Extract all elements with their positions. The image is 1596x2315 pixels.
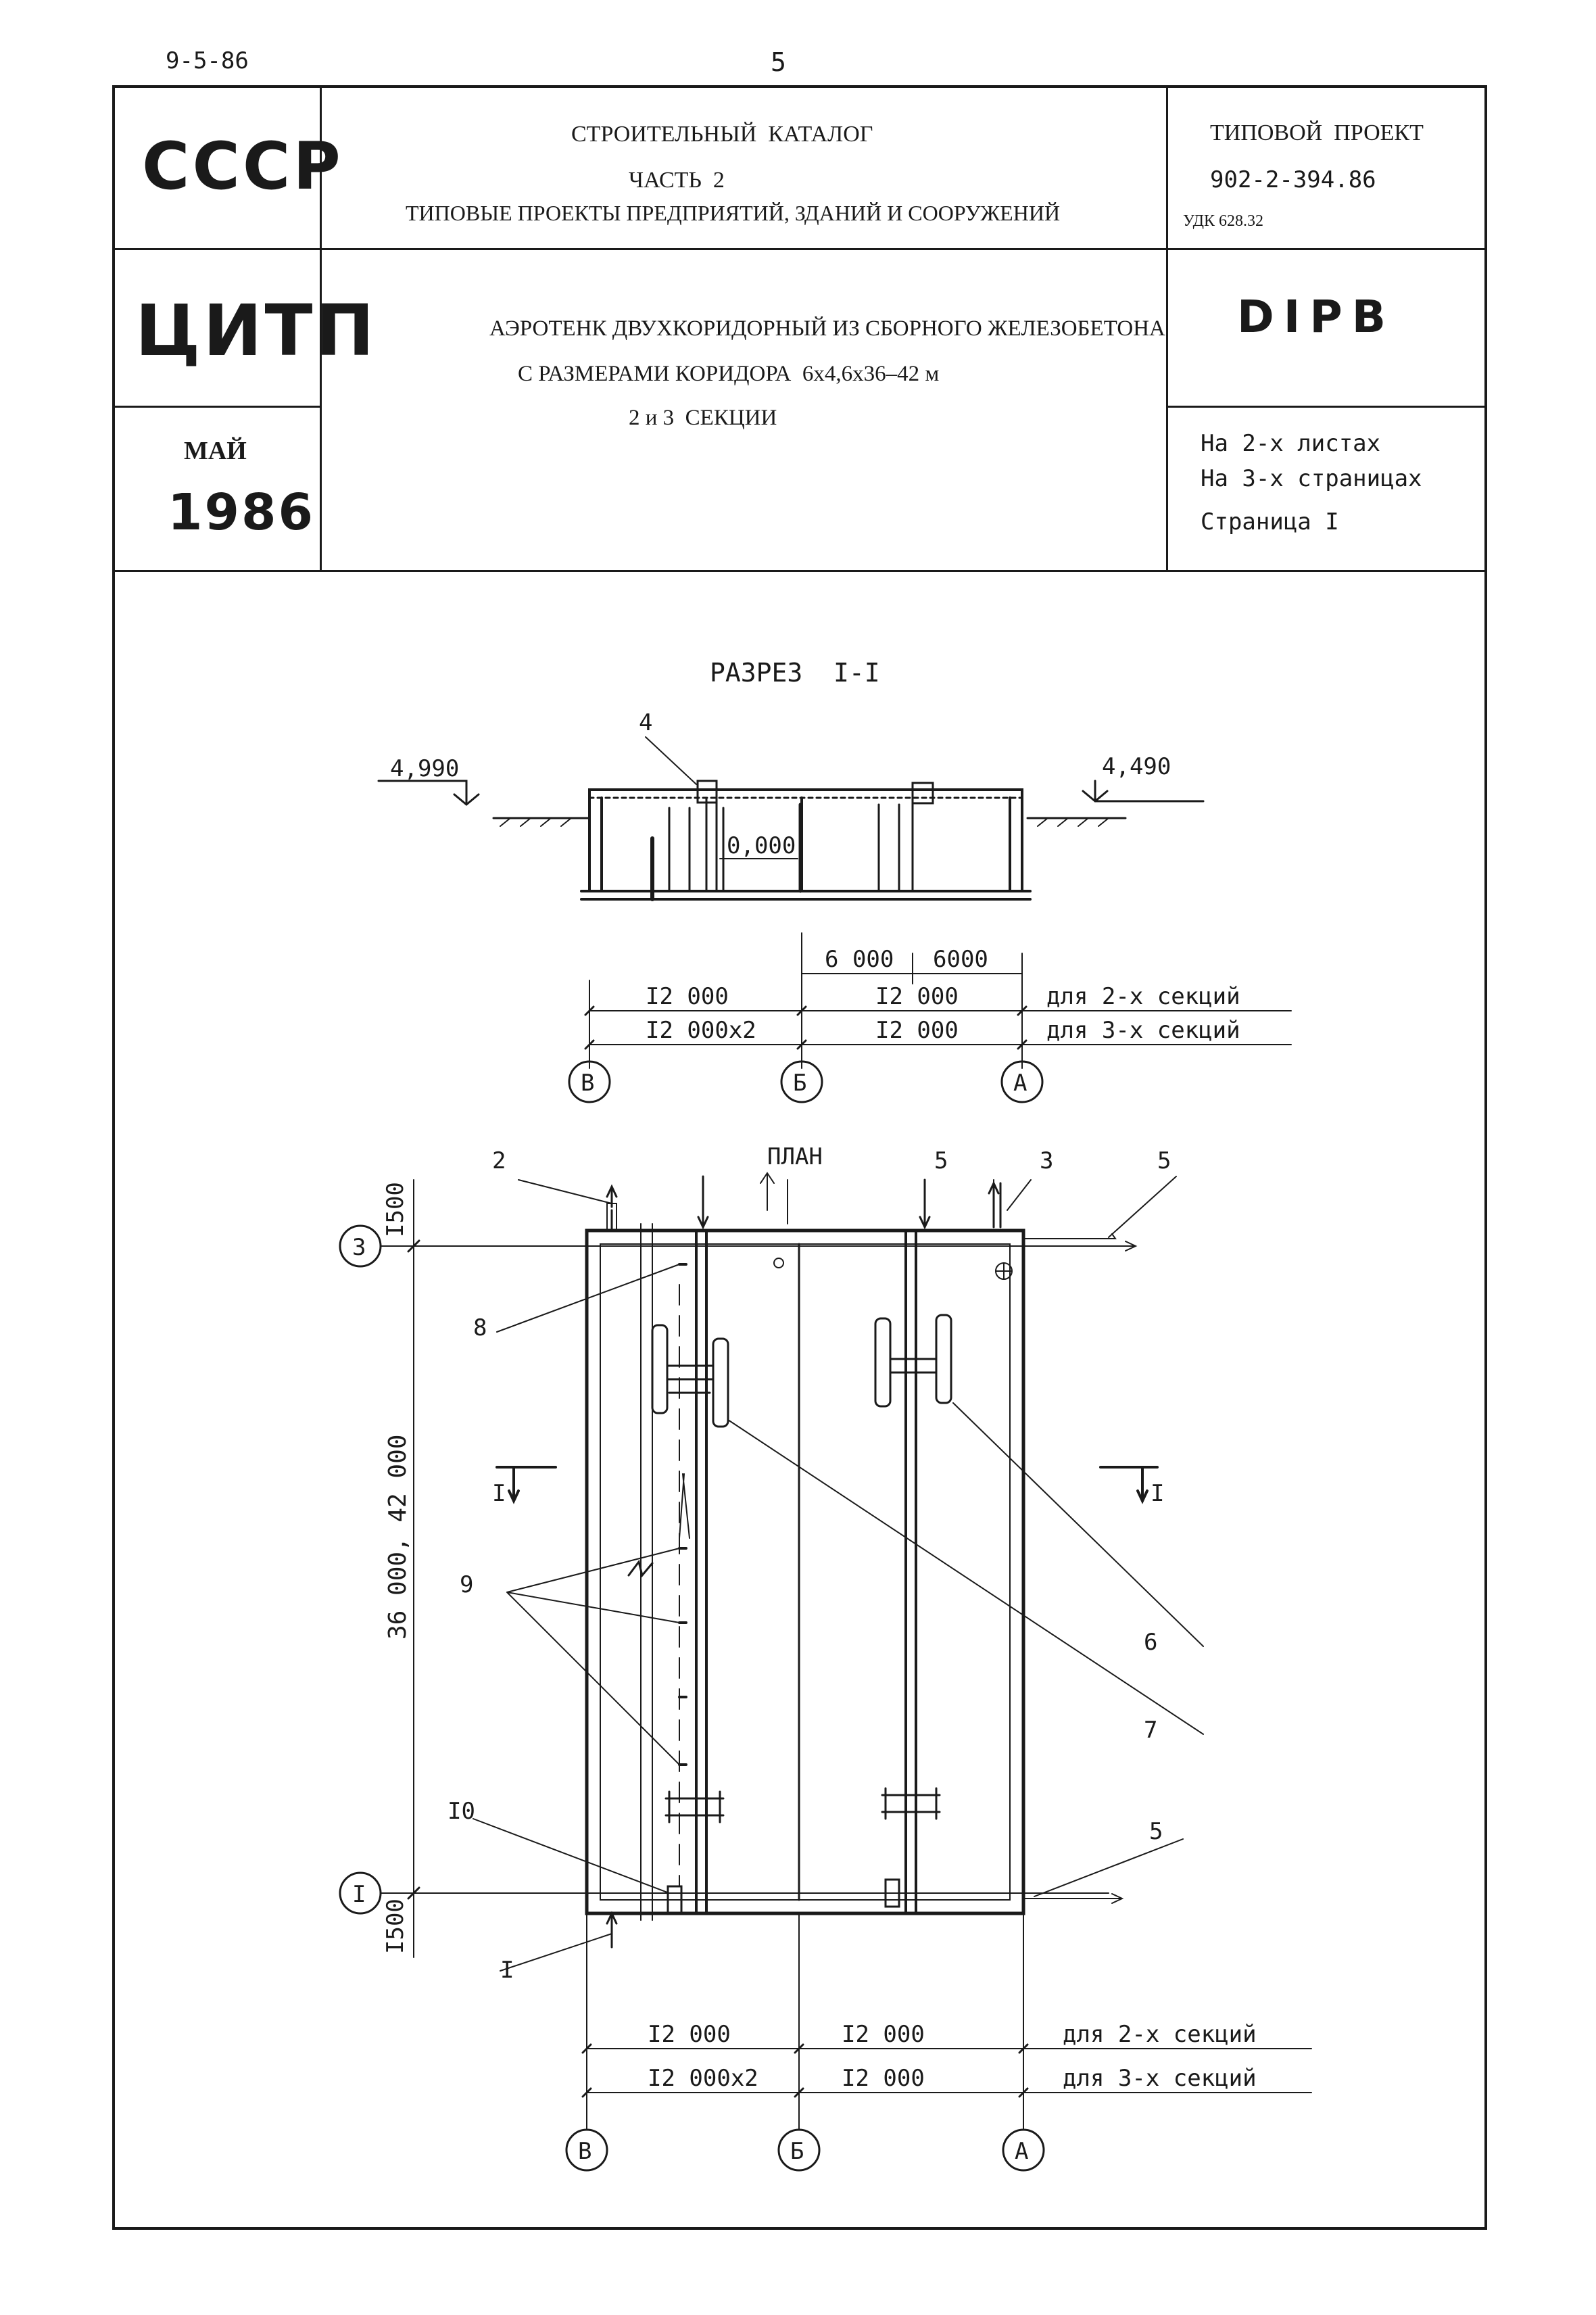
project-code: DIPB	[1237, 291, 1396, 343]
title-block-bottom	[112, 570, 1487, 572]
plan-axis-a: А	[1015, 2138, 1028, 2165]
object-line-1: АЭРОТЕНК ДВУХКОРИДОРНЫЙ ИЗ СБОРНОГО ЖЕЛЕ…	[489, 316, 1165, 341]
callout-6: 6	[1144, 1629, 1157, 1656]
callout-5-bottom: 5	[1149, 1818, 1163, 1845]
year-label: 1986	[168, 483, 315, 542]
dim-right-2-sections: I2 000	[875, 983, 959, 1010]
note-3-sections: для 3-х секций	[1046, 1017, 1240, 1044]
object-line-2: С РАЗМЕРАМИ КОРИДОРА 6х4,6х36–42 м	[518, 362, 940, 386]
title-row-divider-2a	[112, 406, 320, 408]
page-ref: Страница I	[1201, 508, 1339, 535]
callout-10: I0	[448, 1798, 475, 1825]
axis-3: 3	[352, 1234, 366, 1261]
callout-7: 7	[1144, 1717, 1157, 1744]
plan-title: ПЛАН	[767, 1143, 823, 1170]
section-title: РАЗРЕЗ I-I	[710, 658, 880, 688]
title-row-divider-2b	[1166, 406, 1487, 408]
catalog-title: СТРОИТЕЛЬНЫЙ КАТАЛОГ	[571, 122, 873, 147]
callout-5-top-a: 5	[934, 1147, 948, 1174]
section-axis-b: Б	[793, 1070, 806, 1097]
dim-left-2-sections: I2 000	[646, 983, 729, 1010]
plan-note-3: для 3-х секций	[1063, 2065, 1257, 2092]
plan-dim-left-3: I2 000х2	[648, 2065, 758, 2092]
title-divider-left	[320, 85, 322, 572]
sheet-frame	[112, 85, 1487, 2230]
section-view: РАЗРЕЗ I-I 4,990 4,490 0,	[377, 658, 1292, 1103]
callout-3: 3	[1040, 1147, 1053, 1174]
month-label: МАЙ	[184, 437, 247, 465]
dim-6000-b: 6000	[933, 946, 988, 973]
dim-length: 36 000, 42 000	[384, 1435, 412, 1640]
page-date: 9-5-86	[166, 47, 249, 74]
catalog-subtitle: ТИПОВЫЕ ПРОЕКТЫ ПРЕДПРИЯТИЙ, ЗДАНИЙ И СО…	[406, 201, 1061, 225]
object-line-3: 2 и 3 СЕКЦИИ	[629, 406, 777, 430]
org-label: ЦИТП	[135, 289, 377, 372]
callout-2: 2	[492, 1147, 506, 1174]
elevation-left: 4,990	[390, 755, 459, 782]
callout-4: 4	[639, 709, 652, 736]
dim-1500-top: I500	[382, 1182, 409, 1237]
cut-mark-left: I	[492, 1480, 506, 1507]
plan-dim-right-2: I2 000	[842, 2021, 925, 2048]
dim-left-3-sections: I2 000х2	[646, 1017, 756, 1044]
title-divider-right	[1166, 85, 1168, 572]
note-2-sections: для 2-х секций	[1046, 983, 1240, 1010]
callout-8: 8	[473, 1314, 487, 1341]
elevation-right: 4,490	[1102, 753, 1171, 780]
axis-1: I	[352, 1881, 366, 1908]
section-axis-v: В	[581, 1070, 594, 1097]
page-number: 5	[771, 47, 786, 77]
callout-9: 9	[460, 1571, 473, 1598]
project-number: 902-2-394.86	[1210, 166, 1376, 193]
plan-note-2: для 2-х секций	[1063, 2021, 1257, 2048]
plan-dim-right-3: I2 000	[842, 2065, 925, 2092]
udk-label: УДК 628.32	[1183, 212, 1263, 230]
dim-6000-a: 6 000	[825, 946, 894, 973]
plan-axis-b: Б	[790, 2138, 804, 2165]
plan-view: ПЛАН 3 I I500 I500 36 000, 42 000	[339, 1143, 1312, 2172]
callout-5-top-b: 5	[1157, 1147, 1171, 1174]
dim-1500-bottom: I500	[382, 1899, 409, 1954]
dim-right-3-sections: I2 000	[875, 1017, 959, 1044]
callout-1: I	[500, 1957, 514, 1984]
country-label: СССР	[142, 128, 343, 204]
catalog-part: ЧАСТЬ 2	[629, 168, 725, 193]
sheets-count: На 2-х листах	[1201, 430, 1381, 457]
plan-dim-left-2: I2 000	[648, 2021, 731, 2048]
elevation-zero: 0,000	[727, 832, 796, 859]
plan-axis-v: В	[578, 2138, 591, 2165]
pages-count: На 3-х страницах	[1201, 465, 1422, 492]
project-label: ТИПОВОЙ ПРОЕКТ	[1210, 120, 1424, 145]
section-axis-a: А	[1013, 1070, 1027, 1097]
cut-mark-right: I	[1151, 1480, 1164, 1507]
title-row-divider-1	[112, 248, 1487, 250]
